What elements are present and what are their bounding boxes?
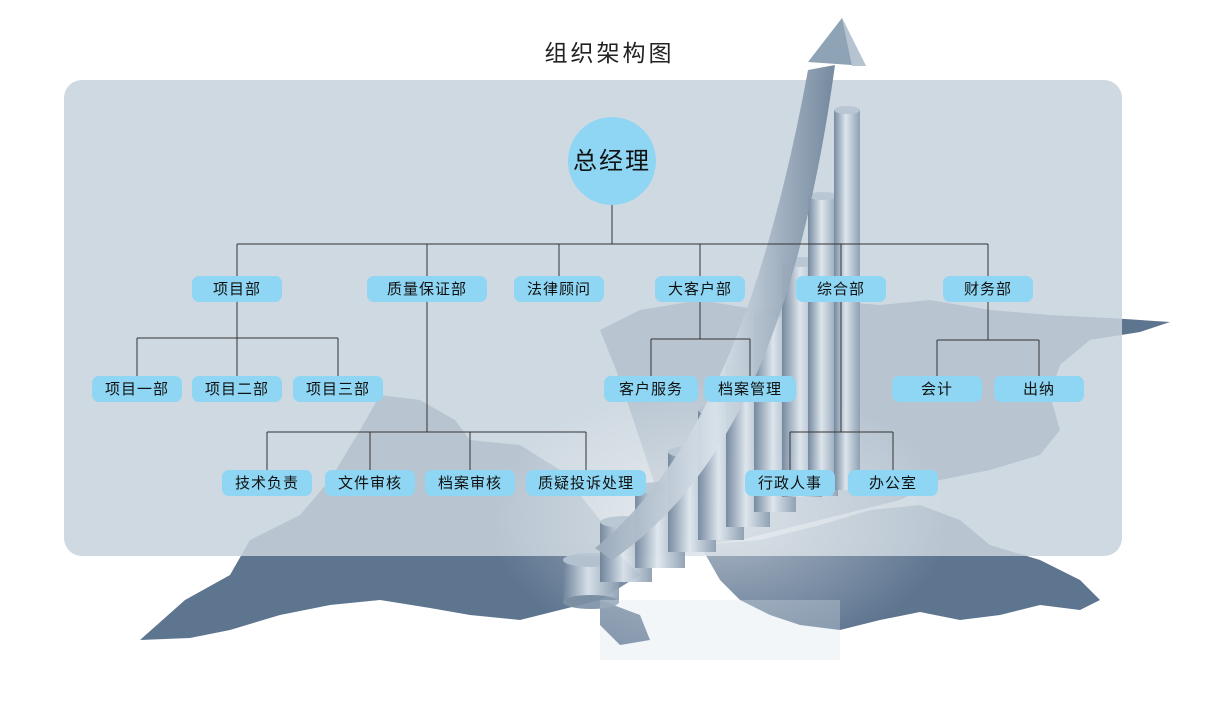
node-technical-lead: 技术负责	[222, 470, 312, 496]
node-complaint-handling: 质疑投诉处理	[526, 470, 646, 496]
node-quality-dept: 质量保证部	[367, 276, 487, 302]
node-general-manager: 总经理	[568, 117, 656, 205]
node-finance-dept: 财务部	[943, 276, 1033, 302]
node-customer-service: 客户服务	[604, 376, 698, 402]
node-office: 办公室	[848, 470, 938, 496]
node-project-three: 项目三部	[293, 376, 383, 402]
node-cashier: 出纳	[994, 376, 1084, 402]
node-admin-hr: 行政人事	[745, 470, 835, 496]
node-general-dept: 综合部	[796, 276, 886, 302]
node-document-review: 文件审核	[325, 470, 415, 496]
node-accounting: 会计	[892, 376, 982, 402]
node-project-two: 项目二部	[192, 376, 282, 402]
page-title: 组织架构图	[544, 41, 675, 67]
node-key-account-dept: 大客户部	[655, 276, 745, 302]
node-archive-review: 档案审核	[425, 470, 515, 496]
node-project-dept: 项目部	[192, 276, 282, 302]
node-project-one: 项目一部	[92, 376, 182, 402]
trend-arrow-icon	[595, 18, 866, 560]
node-legal-dept: 法律顾问	[514, 276, 604, 302]
node-archive-management: 档案管理	[704, 376, 796, 402]
